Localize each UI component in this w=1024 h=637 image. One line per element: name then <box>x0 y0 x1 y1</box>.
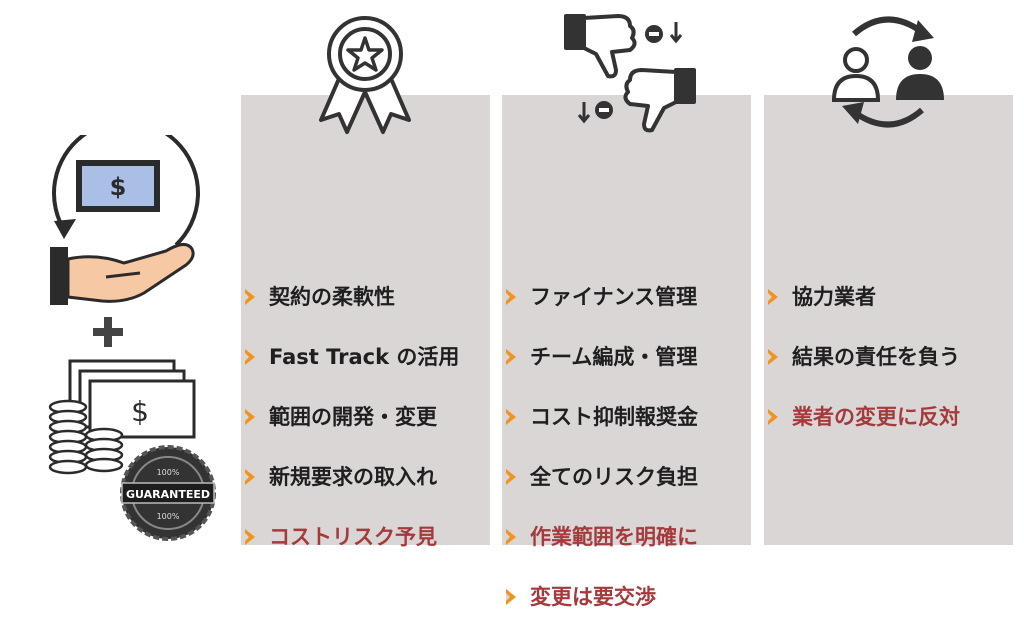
list-item-text: 作業範囲を明確に <box>530 525 698 549</box>
orange-arrow-icon <box>245 289 255 305</box>
money-stack-icon: $ <box>68 359 196 439</box>
column-panel-2: ファイナンス管理チーム編成・管理コスト抑制報奨金全てのリスク負担作業範囲を明確に… <box>502 95 751 609</box>
orange-arrow-icon <box>506 349 516 365</box>
list-item-text: Fast Track の活用 <box>269 345 460 369</box>
orange-arrow-icon <box>245 409 255 425</box>
thumbs-down-icon <box>564 14 696 133</box>
column-1-list: 契約の柔軟性 Fast Track の活用範囲の開発・変更新規要求の取入れコストリ… <box>241 277 490 577</box>
open-hand-icon <box>50 243 195 305</box>
badge-bottom-text: 100% <box>157 512 180 521</box>
list-item: ファイナンス管理 <box>502 277 751 337</box>
list-item-text: 範囲の開発・変更 <box>269 405 437 429</box>
award-ribbon-icon <box>319 16 411 134</box>
list-item-text: 協力業者 <box>792 285 876 309</box>
orange-arrow-icon <box>506 469 516 485</box>
orange-arrow-icon <box>768 289 778 305</box>
list-item-text: 業者の変更に反対 <box>792 405 960 429</box>
badge-top-text: 100% <box>157 468 180 477</box>
orange-arrow-icon <box>245 469 255 485</box>
list-item: 変更は要交渉 <box>502 577 751 637</box>
svg-text:$: $ <box>131 395 149 428</box>
coin-stack-icon <box>48 399 124 475</box>
list-item: 全てのリスク負担 <box>502 457 751 517</box>
dollar-bill-icon: $ <box>76 160 160 212</box>
badge-main-text: GUARANTEED <box>126 488 210 501</box>
circular-arrow-icon <box>52 135 200 247</box>
list-item: コストリスク予見 <box>241 517 490 577</box>
list-item-text: ファイナンス管理 <box>530 285 698 309</box>
svg-text:$: $ <box>110 173 127 201</box>
orange-arrow-icon <box>245 349 255 365</box>
column-2-list: ファイナンス管理チーム編成・管理コスト抑制報奨金全てのリスク負担作業範囲を明確に… <box>502 277 751 637</box>
list-item: 結果の責任を負う <box>764 337 1013 397</box>
list-item-text: 全てのリスク負担 <box>530 465 698 489</box>
orange-arrow-icon <box>245 529 255 545</box>
list-item-text: 契約の柔軟性 <box>269 285 395 309</box>
cost-plus-guarantee-illustration: $ $ 100% GUARANTEED 100% <box>48 135 216 541</box>
list-item-text: チーム編成・管理 <box>530 345 698 369</box>
list-item-text: コストリスク予見 <box>269 525 437 549</box>
list-item: チーム編成・管理 <box>502 337 751 397</box>
list-item: 範囲の開発・変更 <box>241 397 490 457</box>
list-item: 協力業者 <box>764 277 1013 337</box>
list-item: 新規要求の取入れ <box>241 457 490 517</box>
list-item: 業者の変更に反対 <box>764 397 1013 457</box>
person-exchange-icon <box>831 16 944 128</box>
orange-arrow-icon <box>768 409 778 425</box>
guaranteed-badge-icon: 100% GUARANTEED 100% <box>120 445 216 541</box>
orange-arrow-icon <box>506 409 516 425</box>
list-item-text: コスト抑制報奨金 <box>530 405 698 429</box>
list-item-text: 変更は要交渉 <box>530 585 656 609</box>
list-item: 作業範囲を明確に <box>502 517 751 577</box>
plus-icon <box>93 317 123 347</box>
list-item: 契約の柔軟性 <box>241 277 490 337</box>
orange-arrow-icon <box>506 529 516 545</box>
list-item: Fast Track の活用 <box>241 337 490 397</box>
list-item-text: 結果の責任を負う <box>792 345 960 369</box>
list-item-text: 新規要求の取入れ <box>269 465 437 489</box>
column-panel-1: 契約の柔軟性 Fast Track の活用範囲の開発・変更新規要求の取入れコストリ… <box>241 95 490 549</box>
column-3-list: 協力業者結果の責任を負う業者の変更に反対 <box>764 277 1013 457</box>
list-item: コスト抑制報奨金 <box>502 397 751 457</box>
column-panel-3: 協力業者結果の責任を負う業者の変更に反対 <box>764 95 1013 545</box>
orange-arrow-icon <box>768 349 778 365</box>
orange-arrow-icon <box>506 289 516 305</box>
orange-arrow-icon <box>506 589 516 605</box>
